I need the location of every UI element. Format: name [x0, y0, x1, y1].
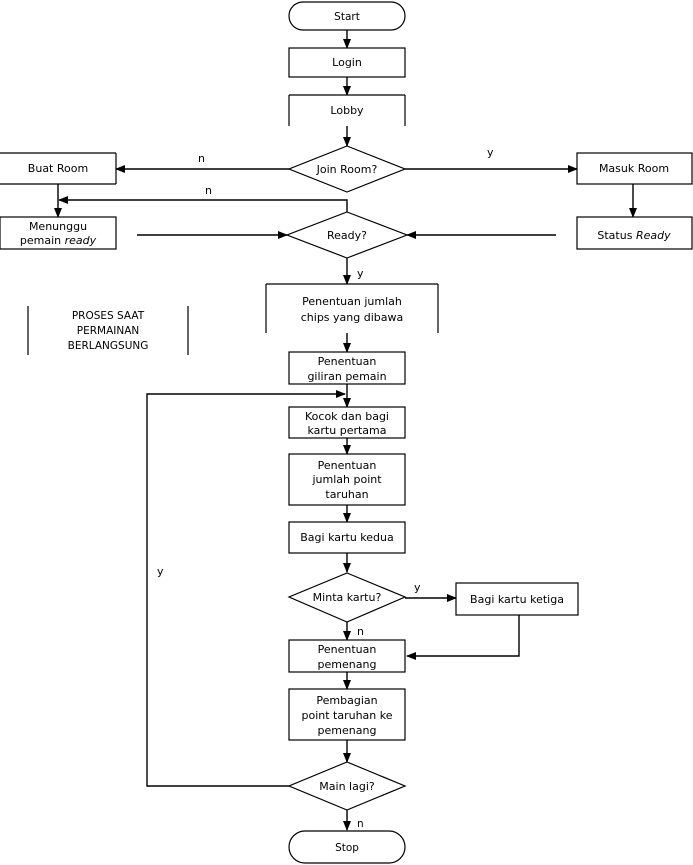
node-lobby: Lobby	[288, 94, 406, 126]
point-label-3: taruhan	[325, 488, 368, 501]
minta-no-label: n	[357, 625, 364, 638]
chips-label-1: Penentuan jumlah	[302, 295, 402, 308]
main-no-label: n	[357, 818, 364, 830]
node-menunggu-pemain: Menunggu pemain ready	[0, 216, 117, 250]
node-main-lagi-decision: Main lagi?	[287, 761, 407, 811]
join-yes-label: y	[487, 146, 494, 159]
proses-label-2: PERMAINAN	[77, 325, 140, 337]
node-bagi-kartu-ketiga: Bagi kartu ketiga	[455, 582, 579, 616]
edge-loop-back	[146, 390, 346, 787]
minta-yes-label: y	[414, 581, 421, 594]
minta-kartu-label: Minta kartu?	[313, 591, 382, 604]
node-stop: Stop	[288, 830, 406, 864]
node-login: Login	[288, 47, 406, 78]
start-label: Start	[334, 11, 360, 23]
pembagian-label-3: pemenang	[318, 724, 377, 737]
menunggu-label-1: Menunggu	[29, 220, 87, 233]
join-room-label: Join Room?	[316, 163, 378, 176]
node-status-ready: Status Ready	[576, 216, 693, 250]
proses-label-1: PROSES SAAT	[72, 310, 145, 322]
menunggu-label-2: pemain ready	[20, 234, 97, 247]
giliran-label-2: giliran pemain	[307, 370, 386, 383]
masuk-room-label: Masuk Room	[599, 162, 669, 175]
node-minta-kartu-decision: Minta kartu?	[287, 572, 407, 623]
pembagian-label-1: Pembagian	[316, 694, 377, 707]
login-label: Login	[332, 56, 362, 69]
kocok-label-1: Kocok dan bagi	[305, 410, 389, 423]
pembagian-label-2: point taruhan ke	[301, 709, 392, 722]
kocok-label-2: kartu pertama	[307, 424, 386, 437]
menunggu-label-italic: ready	[65, 234, 97, 247]
node-penentuan-pemenang: Penentuan pemenang	[288, 639, 406, 673]
edge-labels: n y n y y n y n	[157, 146, 494, 830]
main-lagi-label: Main lagi?	[319, 780, 375, 793]
node-bagi-kartu-kedua: Bagi kartu kedua	[288, 521, 406, 554]
edge-ready-no-loop	[58, 196, 348, 212]
status-label-plain: Status	[597, 229, 636, 242]
bagi-ketiga-label: Bagi kartu ketiga	[470, 593, 564, 606]
join-no-label: n	[198, 152, 205, 165]
node-penentuan-point: Penentuan jumlah point taruhan	[288, 453, 406, 506]
status-label-italic: Ready	[636, 229, 671, 242]
bagi-kedua-label: Bagi kartu kedua	[300, 531, 393, 544]
status-label: Status Ready	[597, 229, 671, 242]
node-ready-decision: Ready?	[285, 211, 409, 259]
node-buat-room: Buat Room	[0, 152, 117, 185]
chips-label-2: chips yang dibawa	[301, 311, 404, 324]
node-masuk-room: Masuk Room	[576, 152, 693, 185]
edge-ketiga-pemenang	[406, 615, 520, 660]
edges	[54, 30, 637, 831]
ready-yes-label: y	[357, 267, 364, 280]
ready-no-label: n	[205, 184, 212, 197]
pemenang-label-1: Penentuan	[318, 643, 377, 656]
giliran-label-1: Penentuan	[318, 355, 377, 368]
proses-saat-permainan-box: PROSES SAAT PERMAINAN BERLANGSUNG	[27, 306, 189, 355]
lobby-label: Lobby	[330, 104, 364, 117]
stop-label: Stop	[335, 842, 359, 854]
loop-yes-label: y	[157, 565, 164, 578]
node-join-room-decision: Join Room?	[287, 145, 407, 193]
node-start: Start	[288, 1, 406, 31]
buat-room-label: Buat Room	[28, 162, 88, 175]
menunggu-label-plain: pemain	[20, 234, 65, 247]
proses-label-3: BERLANGSUNG	[68, 340, 149, 352]
node-kocok-bagi: Kocok dan bagi kartu pertama	[288, 406, 406, 439]
node-penentuan-chips: Penentuan jumlah chips yang dibawa	[265, 283, 439, 333]
ready-label: Ready?	[327, 229, 367, 242]
node-pembagian-point: Pembagian point taruhan ke pemenang	[288, 688, 406, 741]
pemenang-label-2: pemenang	[318, 658, 377, 671]
node-penentuan-giliran: Penentuan giliran pemain	[288, 351, 406, 385]
point-label-1: Penentuan	[318, 459, 377, 472]
point-label-2: jumlah point	[311, 473, 382, 486]
